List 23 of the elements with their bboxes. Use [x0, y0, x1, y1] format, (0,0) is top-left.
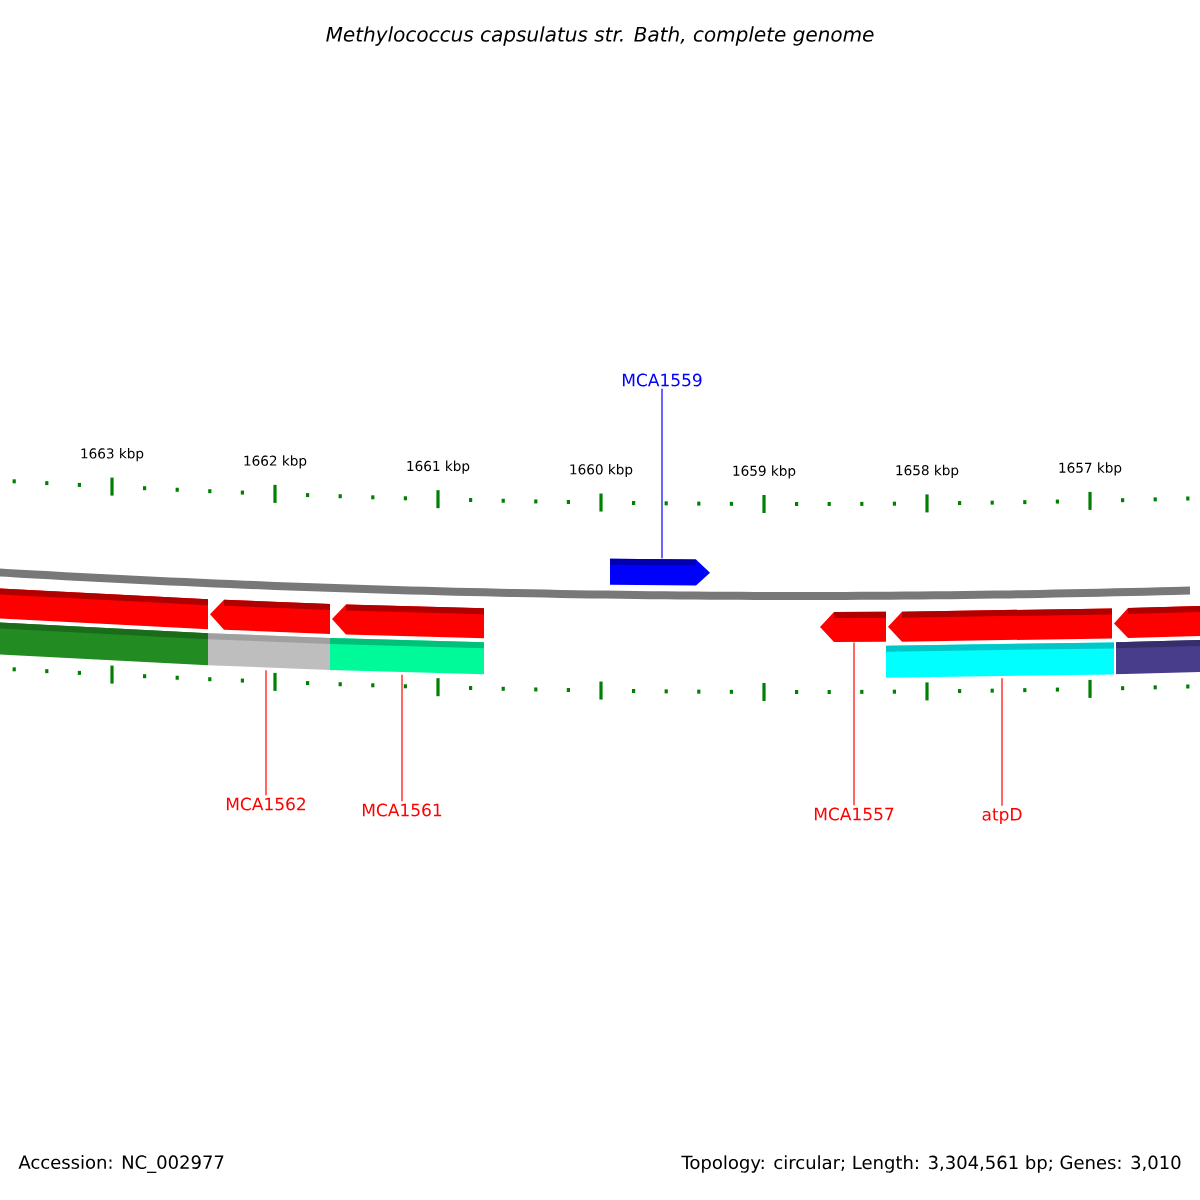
leader-line	[1001, 677, 1003, 807]
gene-bar	[330, 637, 484, 675]
gene-bar	[886, 642, 1114, 678]
leader-line	[661, 388, 663, 559]
gene-label: MCA1561	[362, 803, 442, 817]
gene-block	[332, 604, 484, 639]
accession-text: Accession: NC_002977	[18, 1155, 224, 1173]
gene-bar	[1116, 640, 1200, 675]
leader-line	[401, 674, 403, 802]
gene-label: MCA1559	[622, 373, 702, 387]
gene-bar	[0, 622, 208, 666]
title: Methylococcus capsulatus str. Bath, complete genome	[326, 26, 874, 46]
gene-block	[820, 611, 886, 642]
gene-label: MCA1557	[814, 807, 894, 821]
gene-block	[1114, 606, 1200, 639]
gene-bar	[208, 633, 330, 670]
genome-stats-text: Topology: circular; Length: 3,304,561 bp; Genes: 3,010	[681, 1155, 1181, 1173]
leader-line	[265, 669, 267, 796]
gene-block	[610, 558, 710, 586]
gene-block	[210, 599, 330, 634]
leader-line	[853, 641, 855, 806]
gene-label: MCA1562	[226, 797, 305, 811]
gene-label: atpD	[982, 808, 1022, 824]
